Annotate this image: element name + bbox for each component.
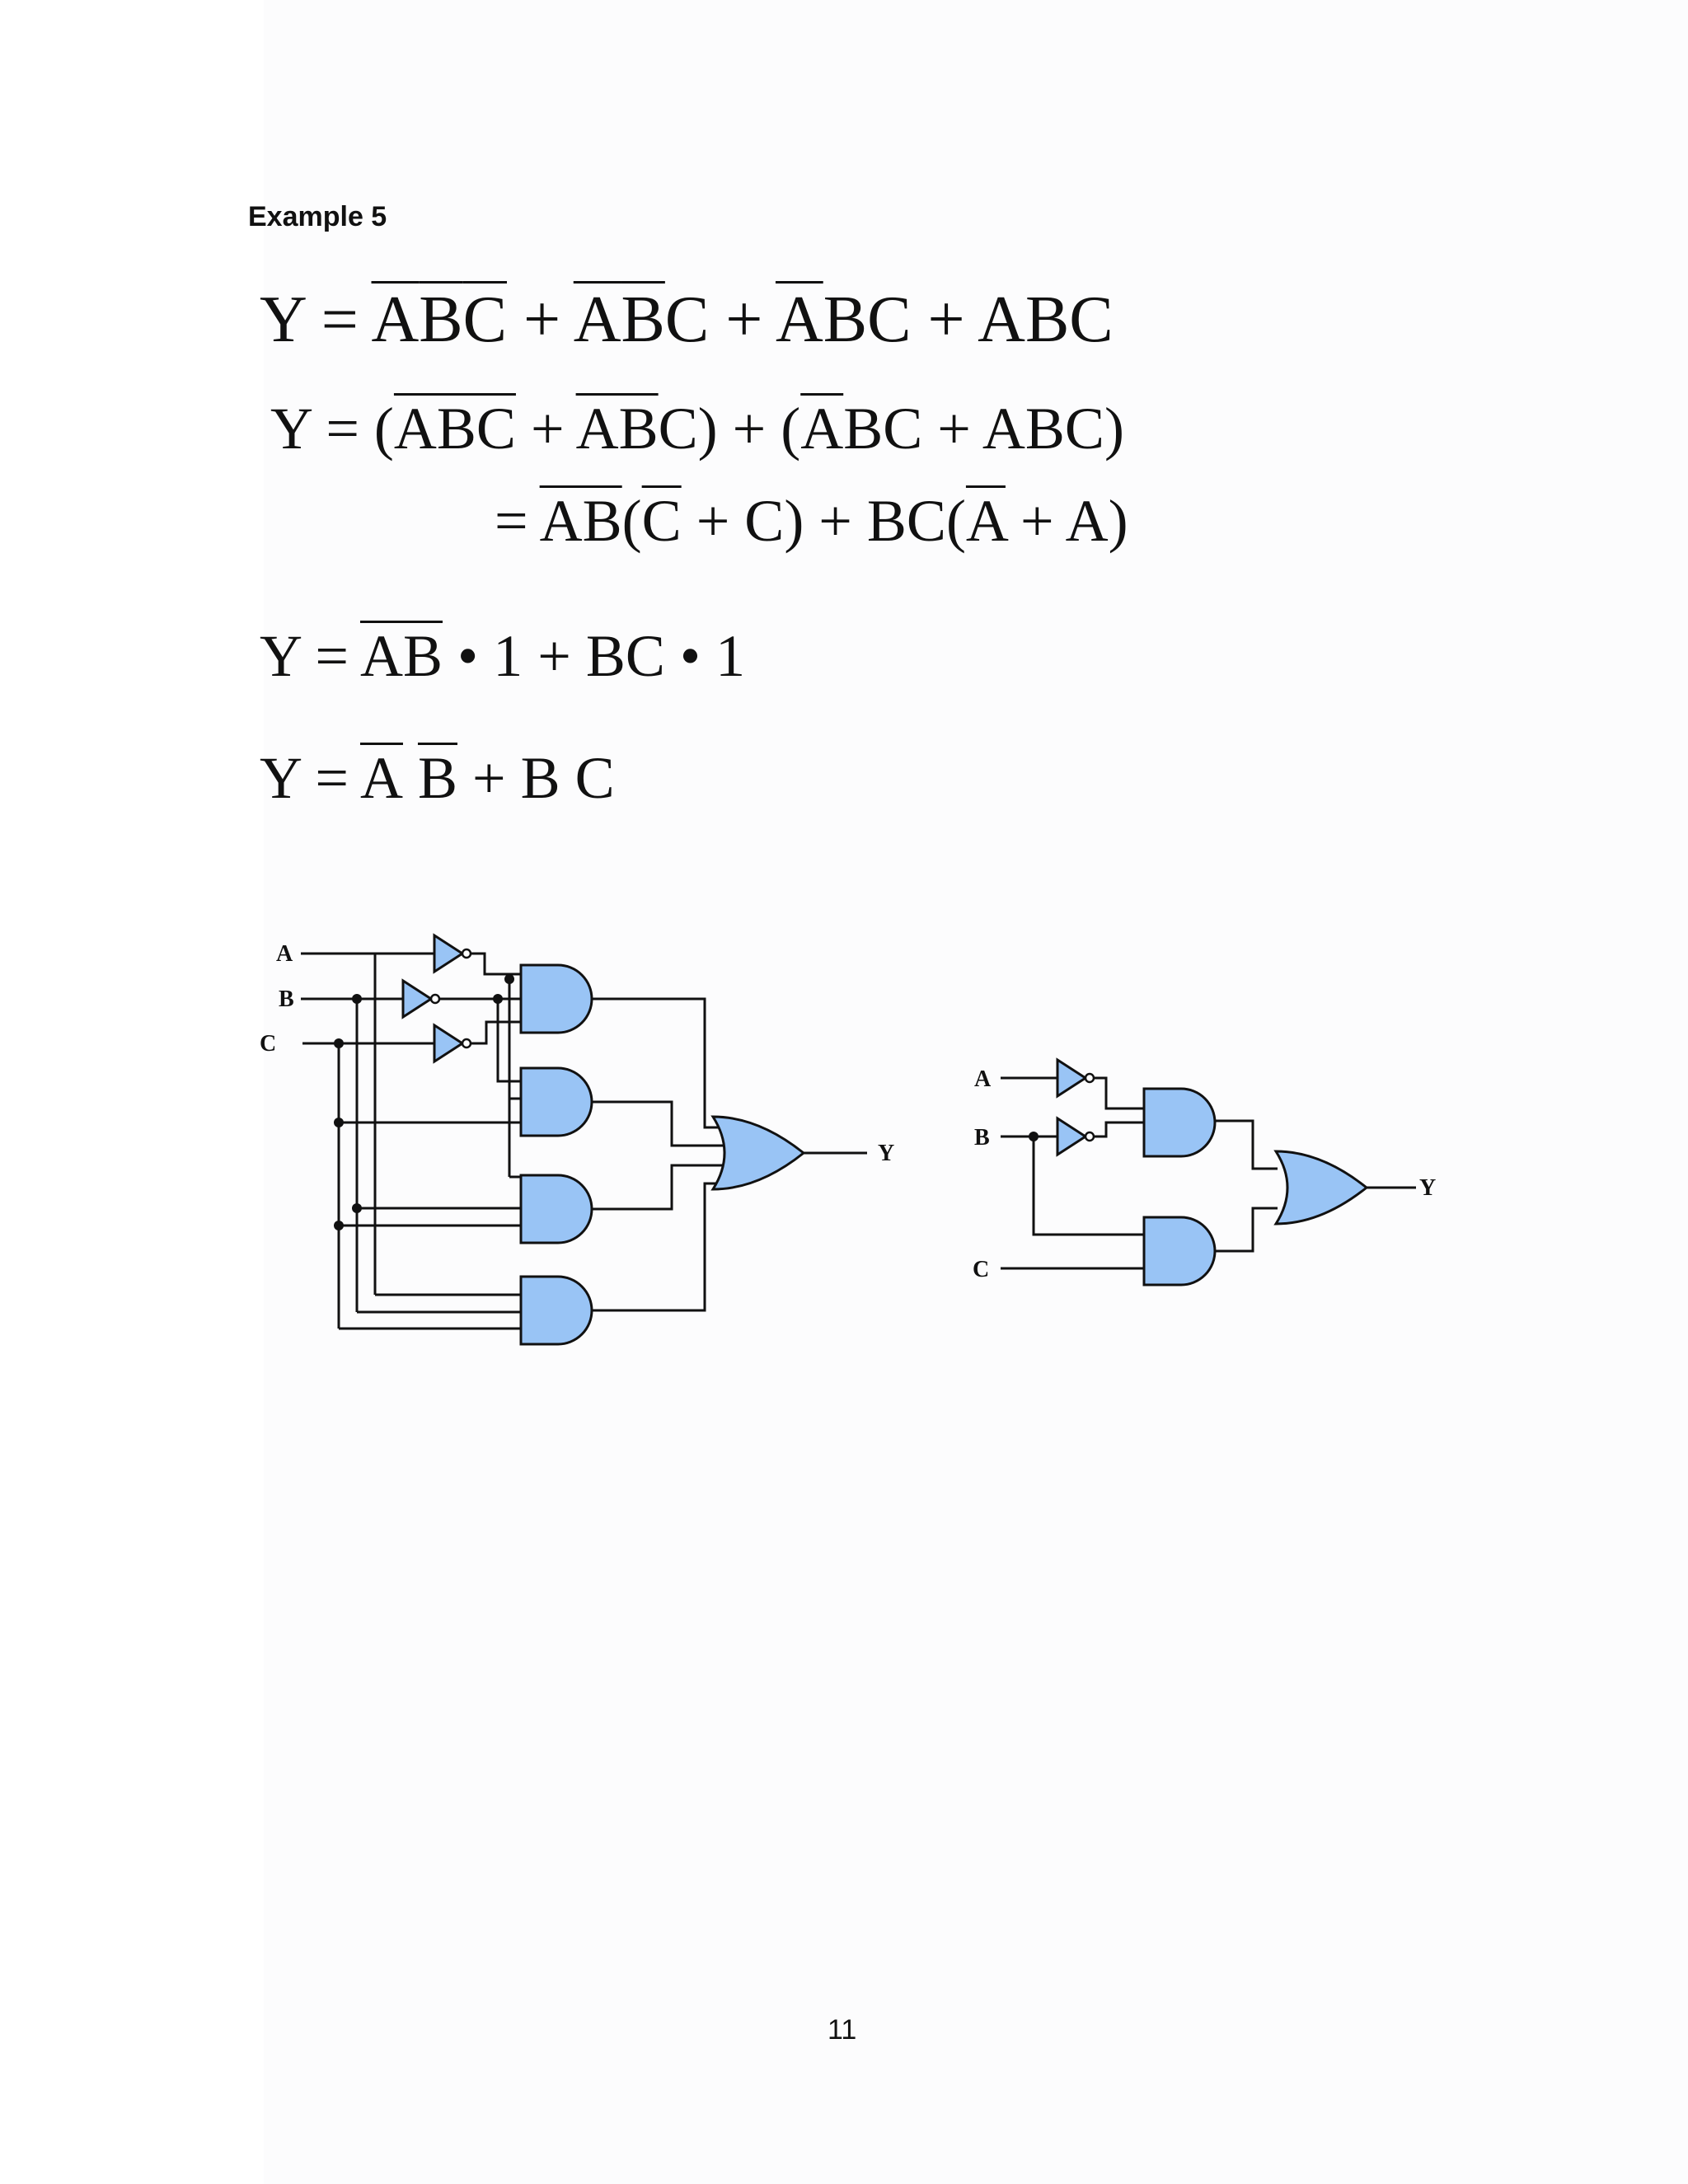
- eq1-term1-bar-a: A: [371, 284, 420, 356]
- equation-line-2: Y = (ABC + ABC) + (ABC + ABC): [270, 399, 1124, 458]
- not-gate-a-icon: [433, 934, 472, 973]
- output-label-y: Y: [878, 1141, 894, 1166]
- not-gate-b-icon: [1056, 1117, 1095, 1156]
- eq2-rest: BC + ABC): [843, 396, 1124, 462]
- not-gate-b-icon: [401, 979, 441, 1019]
- and-gate-3-icon: [519, 1174, 593, 1244]
- eq5-a-bar: A: [359, 745, 403, 811]
- equation-line-4: Y = AB • 1 + BC • 1: [260, 626, 745, 686]
- input-label-b: B: [279, 987, 294, 1012]
- eq2-c: C: [658, 396, 698, 462]
- input-label-c: C: [260, 1031, 276, 1057]
- not-gate-a-icon: [1056, 1058, 1095, 1098]
- eq4-ab-bar: AB: [359, 623, 443, 689]
- or-gate-icon: [711, 1115, 805, 1191]
- eq1-term2-bar-b: B: [621, 284, 665, 356]
- output-label-y: Y: [1419, 1175, 1436, 1201]
- equation-line-3: = AB(C + C) + BC(A + A): [495, 491, 1128, 551]
- eq1-term2-bar-a: A: [573, 284, 621, 356]
- eq3-rest2: + A): [1005, 488, 1128, 554]
- eq2-mid: ) + (: [697, 396, 801, 462]
- eq2-a-bar: A: [800, 396, 844, 462]
- eq3-ab-bar: AB: [539, 488, 622, 554]
- eq5-b-bar: B: [417, 745, 457, 811]
- eq1-term3-plain: BC: [823, 284, 912, 356]
- page-background: [264, 0, 1688, 2184]
- plus-sign: +: [523, 284, 561, 356]
- plus-sign: +: [927, 284, 965, 356]
- eq1-term1-bar-b: B: [419, 284, 463, 356]
- eq3-a-bar: A: [965, 488, 1006, 554]
- page-number: 11: [828, 2014, 857, 2046]
- not-gate-c-icon: [433, 1024, 472, 1063]
- eq5-rest: + B C: [457, 745, 615, 811]
- eq2-lhs: Y = (: [270, 396, 394, 462]
- and-gate-1-icon: [1142, 1087, 1217, 1158]
- eq3-open: (: [621, 488, 642, 554]
- eq4-rest: • 1 + BC • 1: [443, 623, 746, 689]
- eq1-term2-plain: C: [664, 284, 710, 356]
- and-gate-4-icon: [519, 1275, 593, 1346]
- and-gate-1-icon: [519, 963, 593, 1034]
- input-label-c: C: [973, 1257, 989, 1282]
- eq1-lhs: Y =: [260, 284, 359, 356]
- equation-line-1: Y = ABC + ABC + ABC + ABC: [260, 287, 1114, 353]
- left-circuit: A B C Y: [260, 934, 894, 1346]
- eq5-lhs: Y =: [260, 745, 360, 811]
- right-circuit: A B C Y: [973, 1058, 1436, 1286]
- plus-sign: +: [725, 284, 763, 356]
- eq1-term3-bar-a: A: [775, 284, 823, 356]
- eq3-equals: =: [495, 488, 540, 554]
- eq3-c-bar: C: [641, 488, 682, 554]
- plus-sign: +: [530, 396, 565, 462]
- eq1-term1-bar-c: C: [462, 284, 508, 356]
- eq2-ab-bar: AB: [575, 396, 659, 462]
- eq3-rest1: + C) + BC(: [681, 488, 966, 554]
- and-gate-2-icon: [1142, 1216, 1217, 1286]
- input-label-a: A: [276, 941, 293, 967]
- or-gate-icon: [1274, 1150, 1368, 1226]
- eq4-lhs: Y =: [260, 623, 360, 689]
- input-label-b: B: [974, 1125, 990, 1151]
- example-heading: Example 5: [248, 201, 387, 232]
- eq1-term4-plain: ABC: [978, 284, 1114, 356]
- input-label-a: A: [974, 1066, 992, 1092]
- and-gate-2-icon: [519, 1066, 593, 1137]
- eq2-abc-bar: ABC: [393, 396, 516, 462]
